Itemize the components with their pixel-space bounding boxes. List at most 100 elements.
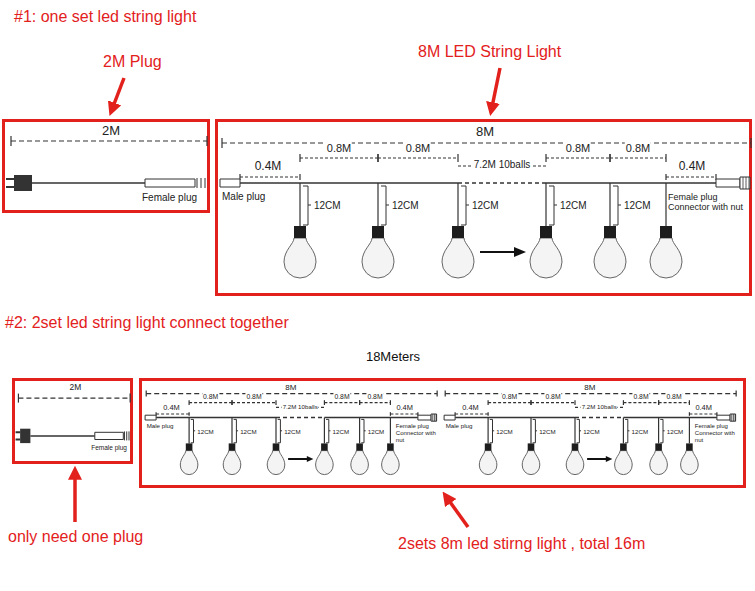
dimension-tick [377,154,378,162]
dimension-tick [623,400,624,405]
dimension-tick [324,400,325,405]
direction-arrow-head [606,456,613,462]
connector-ridge [733,414,734,421]
part-label: 12CM [538,428,557,435]
dimension-label: 8M [475,125,495,140]
string-drawing [220,138,751,278]
connector-ridge [749,177,750,189]
bulb-glass [442,238,474,278]
cord [30,435,94,437]
length-bracket [660,419,664,442]
bulb-cord [359,418,360,444]
dimension-tick [18,394,19,403]
part-label: Male plug [146,422,175,429]
bulb-glass [522,451,540,475]
dimension-tick [750,138,751,148]
bulb-cord [390,418,391,444]
length-bracket [234,419,238,442]
bulb-cord [189,418,190,444]
dimension-label: 0.8M [565,142,591,155]
dimension-tick [689,412,690,416]
connector-label: Female plug Connector with nut [667,192,747,213]
connector-ridge [124,431,125,440]
dimension-tick [488,400,489,405]
dimension-tick [299,154,300,162]
dimension-line [324,402,359,403]
dimension-label: 7.2M 10balls [581,403,618,410]
dimension-tick [437,391,438,397]
bulb-cord [231,418,232,444]
length-bracket [278,419,282,442]
bulb-cord [689,418,690,444]
bulb-cap [686,443,693,450]
part-label: 12CM [196,428,215,435]
part-label: 12CM [582,428,601,435]
wire [575,417,623,419]
part-label: Female plug [141,192,198,204]
dimension-line [455,413,488,414]
dimension-line [189,402,232,403]
plug-prong [16,432,21,439]
dimension-tick [530,400,531,405]
bulb-cap [655,443,662,450]
length-bracket [533,419,537,442]
dimension-tick [146,391,147,397]
bulb-cap [229,443,236,450]
part-label: 12CM [471,200,500,212]
bulb-cap [572,443,579,450]
dimension-tick [689,400,690,405]
bulb-glass [615,451,633,475]
dimension-tick [390,400,391,405]
plug-panel: 2MFemale plug [12,378,133,464]
bulb-cap [186,443,193,450]
bulb-cord [530,418,531,444]
male-plug [220,179,240,187]
male-plug [145,415,156,420]
part-label: 12CM [239,428,258,435]
dimension-label: 0.4M [694,404,713,413]
bulb-cord [457,183,458,226]
callout-label: 2sets 8m led stirng light , total 16m [398,535,645,553]
dimension-label: 0.8M [501,393,518,401]
string-light-panel: 8M0.4M0.8M0.8M7.2M 10balls0.8M0.8M0.4MMa… [139,378,746,488]
connector-ridge [731,414,732,421]
dimension-label: 2M [101,124,121,139]
bulb-cap [485,443,492,450]
dimension-line [232,402,276,403]
power-plug [14,175,32,191]
dimension-label: 2M [69,383,83,393]
dimension-label: 7.2M 10balls [282,403,319,410]
length-bracket [613,186,621,225]
bulb-glass [650,451,668,475]
dimension-tick [658,400,659,405]
part-label: Male plug [445,422,474,429]
callout-arrow [73,470,77,522]
part-label: 12CM [623,200,652,212]
dimension-label: 0.8M [405,142,431,155]
bulb-cord [488,418,489,444]
dimension-line [623,402,658,403]
part-label: 12CM [495,428,514,435]
dimension-tick [359,400,360,405]
length-bracket [326,419,330,442]
direction-arrow [288,458,308,460]
bulb-glass [594,238,626,278]
length-bracket [625,419,629,442]
dimension-tick [130,394,131,403]
bulb-cap [604,226,616,238]
dimension-label: 0.8M [625,142,651,155]
length-bracket [361,419,365,442]
bulb-glass [316,451,334,475]
dimension-line [240,176,300,177]
dimension-line [531,402,575,403]
female-plug [95,432,124,439]
dimension-label: 7.2M 10balls [473,159,532,171]
dimension-tick [445,391,446,397]
dimension-line [689,413,717,414]
dimension-label: 0.8M [366,393,383,401]
bulb-glass [284,238,316,278]
bulb-cap [387,443,394,450]
bulb-cord [324,418,325,444]
callout-arrow [111,78,124,112]
